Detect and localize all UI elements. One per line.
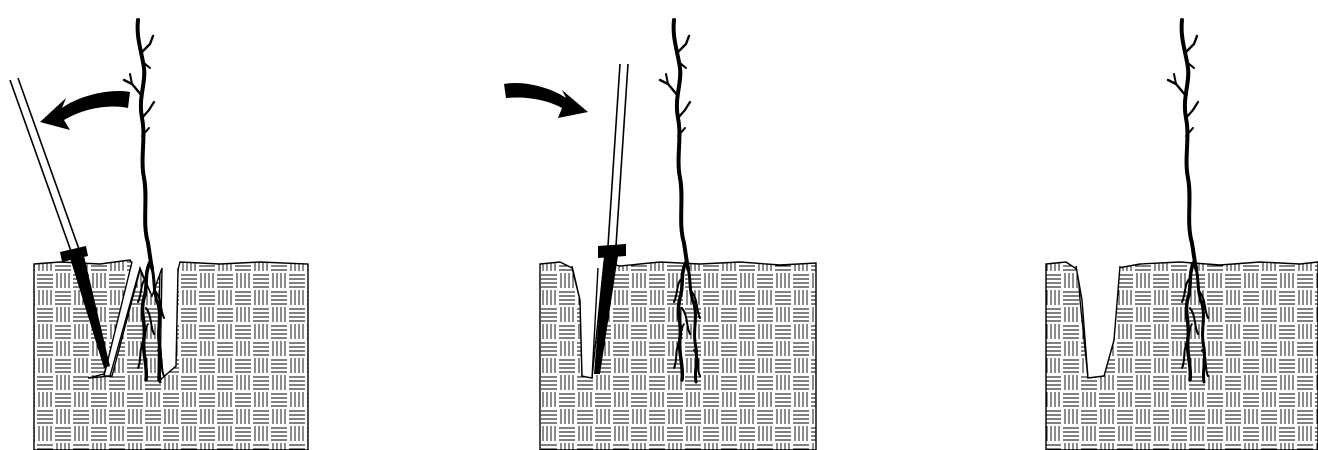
arrow-right — [504, 83, 588, 118]
arrow-left — [40, 91, 130, 130]
panel-2 — [504, 20, 816, 450]
panel-3 — [1046, 20, 1318, 450]
panel-1 — [10, 20, 308, 450]
